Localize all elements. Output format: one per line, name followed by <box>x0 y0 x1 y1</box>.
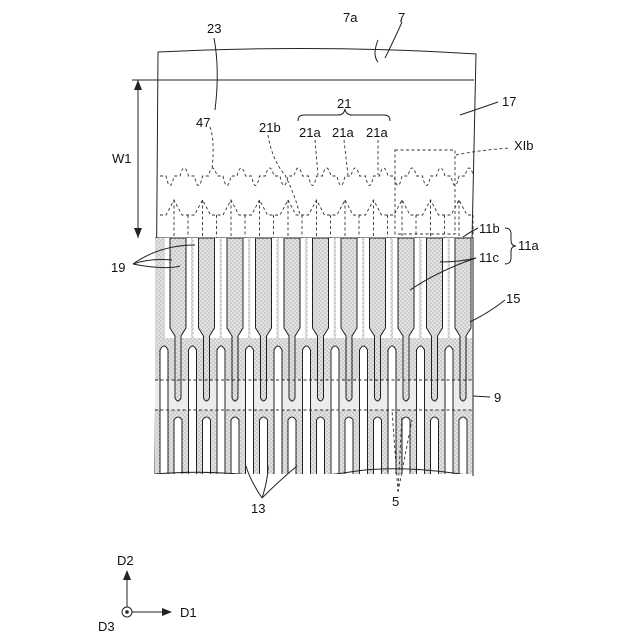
label-17: 17 <box>502 94 516 109</box>
label-9: 9 <box>494 390 501 405</box>
label-11c: 11c <box>479 250 499 265</box>
label-21a-1: 21a <box>299 125 321 140</box>
lower-finger-slot <box>231 417 239 474</box>
sawtooth-upper-outline <box>160 168 474 186</box>
d2-arrow-icon <box>123 570 131 580</box>
label-7a: 7a <box>343 10 358 25</box>
label-21a-3: 21a <box>366 125 388 140</box>
label-15: 15 <box>506 291 520 306</box>
axis-label-d1: D1 <box>180 605 197 620</box>
band-9 <box>155 380 473 410</box>
label-21: 21 <box>337 96 351 111</box>
label-21b: 21b <box>259 120 281 135</box>
lower-finger-slot <box>402 417 410 474</box>
xib-detail-box <box>395 150 455 234</box>
lower-finger-slot <box>317 417 325 474</box>
sawtooth-pattern-21 <box>160 168 474 238</box>
label-11b: 11b <box>479 221 500 236</box>
lower-region <box>155 238 476 477</box>
lower-finger-slot <box>459 417 467 474</box>
label-w1: W1 <box>112 151 132 166</box>
lower-finger-slot <box>345 417 353 474</box>
d1-arrow-icon <box>162 608 172 616</box>
w1-arrow-bottom <box>134 228 142 238</box>
xib-leader <box>456 148 510 155</box>
label-7: 7 <box>398 10 405 25</box>
w1-arrow-top <box>134 80 142 90</box>
label-13: 13 <box>251 501 265 516</box>
axis-label-d2: D2 <box>117 553 134 568</box>
label-xib: XIb <box>514 138 534 153</box>
label-5: 5 <box>392 494 399 509</box>
lower-finger-slot <box>431 417 439 474</box>
label-23: 23 <box>207 21 221 36</box>
label-19: 19 <box>111 260 125 275</box>
lower-finger-slot <box>174 417 182 474</box>
lower-finger-slot <box>374 417 382 474</box>
lower-finger-slot <box>203 417 211 474</box>
brace-11a <box>505 228 516 264</box>
label-11a: 11a <box>518 238 539 253</box>
lower-finger-slot <box>260 417 268 474</box>
direction-axes: D2 D1 D3 <box>98 553 197 634</box>
label-47: 47 <box>196 115 210 130</box>
label-21a-2: 21a <box>332 125 354 140</box>
lower-finger-slot <box>288 417 296 474</box>
axis-label-d3: D3 <box>98 619 115 634</box>
